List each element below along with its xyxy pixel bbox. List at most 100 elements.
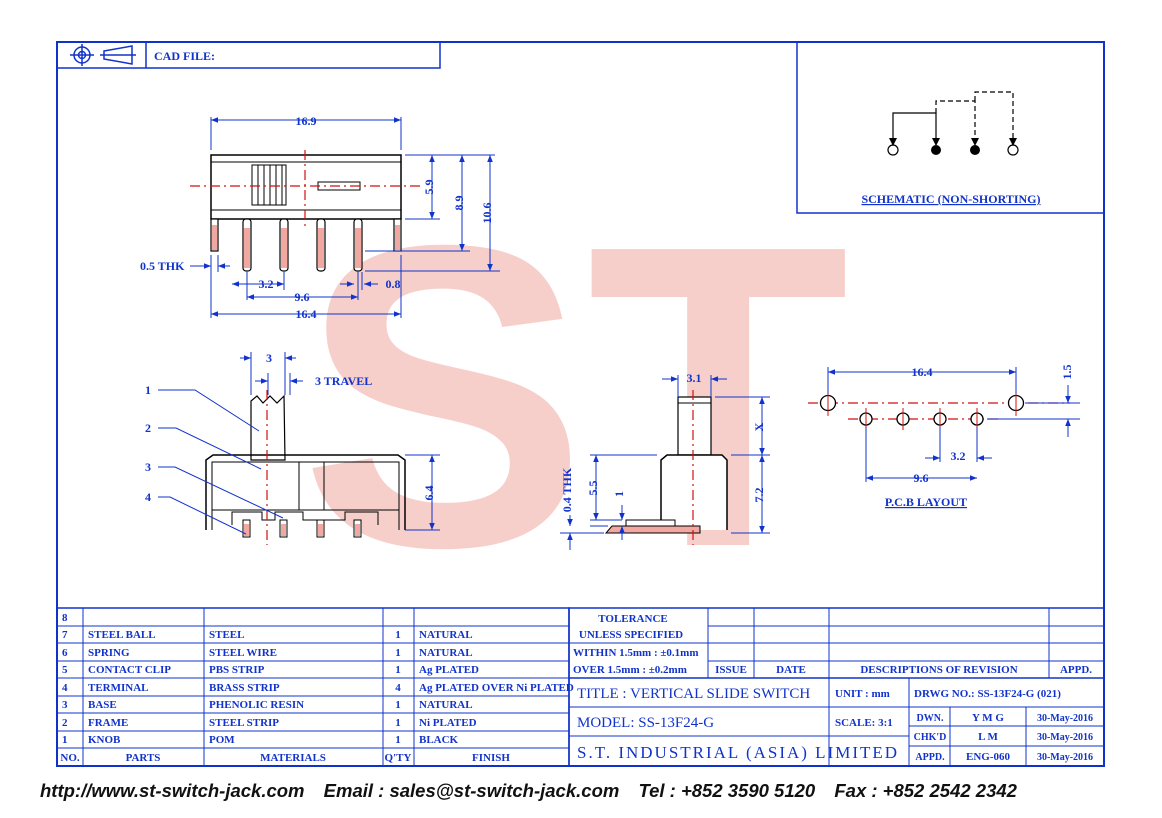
parts-cell-no: 1	[62, 734, 68, 746]
scale-label: SCALE: 3:1	[835, 717, 893, 729]
side-dimensions	[560, 375, 770, 550]
tol-line4: OVER 1.5mm : ±0.2mm	[573, 664, 687, 676]
dim-5-5: 5.5	[586, 481, 600, 496]
parts-cell-no: 6	[62, 647, 68, 659]
title-block	[568, 607, 1105, 767]
parts-cell-finish: NATURAL	[419, 647, 473, 659]
dwn-by: Y M G	[972, 712, 1004, 724]
parts-cell-qty: 1	[395, 647, 401, 659]
parts-cell-finish: NATURAL	[419, 699, 473, 711]
pcb-dim-16-4: 16.4	[912, 365, 933, 379]
pcb-layout	[808, 390, 1070, 430]
website-link[interactable]: http://www.st-switch-jack.com	[40, 780, 305, 801]
tol-line2: UNLESS SPECIFIED	[579, 629, 683, 641]
front-view	[190, 150, 420, 272]
title-text: TITLE : VERTICAL SLIDE SWITCH	[577, 686, 810, 702]
dim-9-6: 9.6	[295, 290, 310, 304]
parts-cell-no: 4	[62, 682, 68, 694]
section-view	[205, 390, 406, 545]
tol-line1: TOLERANCE	[598, 613, 667, 625]
contact-footer: http://www.st-switch-jack.com Email : sa…	[40, 780, 1140, 802]
cad-file-label: CAD FILE:	[154, 49, 215, 63]
parts-cell-no: 5	[62, 664, 68, 676]
dim-1: 1	[612, 491, 626, 497]
parts-cell-qty: 1	[395, 629, 401, 641]
parts-cell-finish: BLACK	[419, 734, 459, 746]
parts-cell-qty: 1	[395, 664, 401, 676]
dim-16-9: 16.9	[296, 114, 317, 128]
parts-cell-material: PHENOLIC RESIN	[209, 699, 304, 711]
chkd-label: CHK'D	[914, 732, 947, 743]
cad-header: CAD FILE:	[56, 41, 441, 69]
rev-issue: ISSUE	[715, 664, 747, 676]
parts-header-material: MATERIALS	[260, 752, 326, 764]
rev-desc: DESCRIPTIONS OF REVISION	[860, 664, 1017, 676]
dim-7-2: 7.2	[752, 488, 766, 503]
parts-cell-material: STEEL WIRE	[209, 647, 277, 659]
dwn-date: 30-May-2016	[1037, 713, 1093, 724]
schematic-label: SCHEMATIC (NON-SHORTING)	[861, 192, 1040, 206]
chkd-by: L M	[978, 731, 998, 743]
callout-4: 4	[145, 490, 151, 504]
parts-cell-no: 8	[62, 612, 68, 624]
dim-travel: 3 TRAVEL	[315, 374, 372, 388]
dim-0-5-thk: 0.5 THK	[140, 259, 185, 273]
dim-5-9: 5.9	[422, 180, 436, 195]
pcb-dim-9-6: 9.6	[914, 471, 929, 485]
dim-3-2: 3.2	[259, 277, 274, 291]
parts-cell-qty: 1	[395, 734, 401, 746]
section-dimensions	[158, 352, 440, 535]
dim-10-6: 10.6	[480, 203, 494, 224]
appd-label: APPD.	[915, 752, 945, 763]
chkd-date: 30-May-2016	[1037, 732, 1093, 743]
rev-date: DATE	[776, 664, 806, 676]
parts-cell-qty: 4	[395, 682, 401, 694]
tol-line3: WITHIN 1.5mm : ±0.1mm	[573, 647, 699, 659]
parts-header-no: NO.	[60, 752, 80, 764]
drawing-number: DRWG NO.: SS-13F24-G (021)	[914, 688, 1061, 700]
appd-date: 30-May-2016	[1037, 752, 1093, 763]
phone-number: Tel : +852 3590 5120	[638, 780, 816, 801]
parts-cell-part: BASE	[88, 699, 117, 711]
model-text: MODEL: SS-13F24-G	[577, 715, 714, 731]
parts-cell-finish: Ni PLATED	[419, 717, 477, 729]
pcb-dim-1-5: 1.5	[1060, 365, 1074, 380]
parts-cell-qty: 1	[395, 717, 401, 729]
parts-cell-no: 3	[62, 699, 68, 711]
company-name: S.T. INDUSTRIAL (ASIA) LIMITED	[577, 743, 899, 762]
dim-6-4: 6.4	[422, 486, 436, 501]
parts-cell-finish: Ag PLATED	[419, 664, 479, 676]
parts-cell-material: PBS STRIP	[209, 664, 265, 676]
rev-appd: APPD.	[1060, 664, 1092, 676]
dim-3-1: 3.1	[687, 371, 702, 385]
parts-cell-material: STEEL	[209, 629, 244, 641]
dim-knob-3: 3	[266, 351, 272, 365]
parts-cell-no: 2	[62, 717, 68, 729]
pcb-dim-3-2: 3.2	[951, 449, 966, 463]
side-view	[604, 390, 728, 545]
parts-cell-material: POM	[209, 734, 235, 746]
parts-cell-part: KNOB	[88, 734, 121, 746]
pcb-layout-label: P.C.B LAYOUT	[885, 495, 967, 509]
schematic: SCHEMATIC (NON-SHORTING)	[796, 41, 1105, 214]
parts-table	[56, 607, 570, 767]
dwn-label: DWN.	[917, 713, 944, 724]
parts-cell-part: STEEL BALL	[88, 629, 156, 641]
parts-cell-qty: 1	[395, 699, 401, 711]
parts-header-finish: FINISH	[472, 752, 510, 764]
parts-cell-material: STEEL STRIP	[209, 717, 279, 729]
pcb-dimensions	[827, 367, 1080, 482]
unit-label: UNIT : mm	[835, 688, 890, 700]
parts-cell-finish: NATURAL	[419, 629, 473, 641]
appd-by: ENG-060	[966, 751, 1011, 763]
parts-cell-material: BRASS STRIP	[209, 682, 280, 694]
parts-cell-no: 7	[62, 629, 68, 641]
parts-cell-part: SPRING	[88, 647, 130, 659]
parts-header-qty: Q'TY	[385, 752, 412, 764]
parts-header-part: PARTS	[126, 752, 161, 764]
dim-16-4: 16.4	[296, 307, 317, 321]
fax-number: Fax : +852 2542 2342	[834, 780, 1017, 801]
email-link[interactable]: Email : sales@st-switch-jack.com	[323, 780, 620, 801]
